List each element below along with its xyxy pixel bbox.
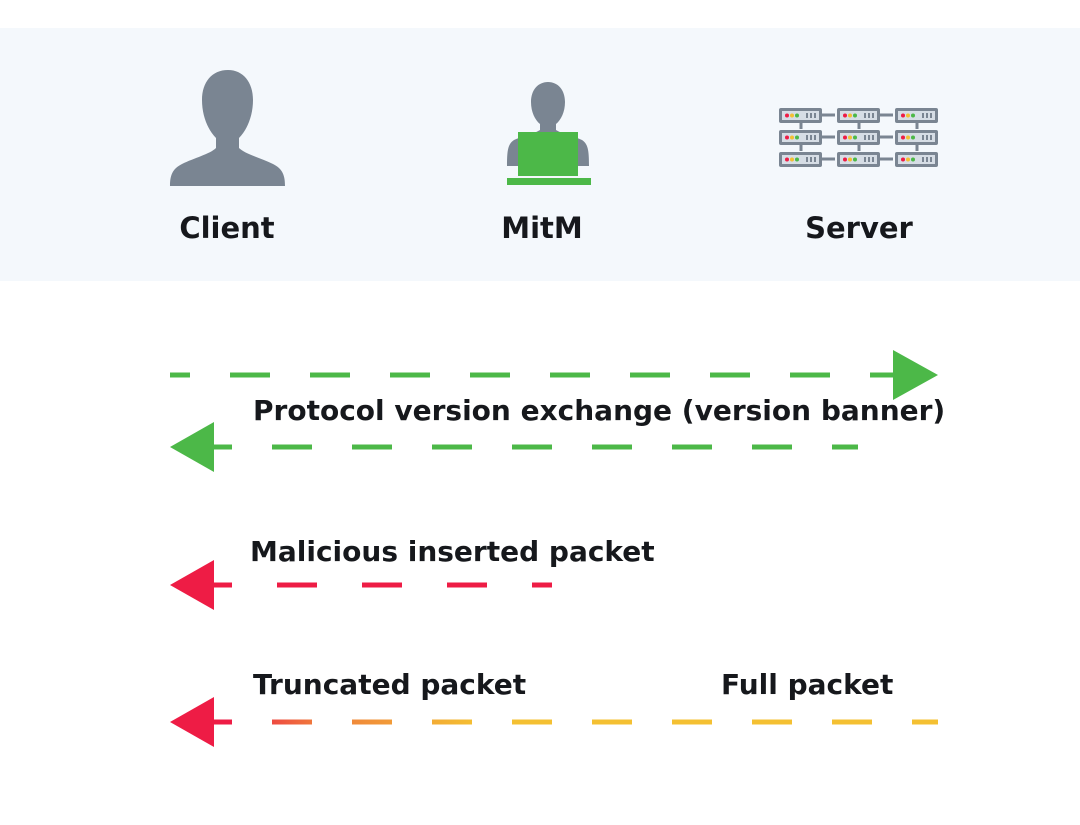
server-vent: [930, 135, 932, 140]
server-vent: [930, 157, 932, 162]
server-led: [911, 135, 915, 140]
server-vent: [806, 157, 808, 162]
server-unit-face: [840, 133, 877, 142]
server-led: [853, 157, 857, 162]
server-led: [843, 157, 847, 162]
full-packet-label: Full packet: [721, 668, 894, 701]
server-vent: [810, 135, 812, 140]
server-vent: [814, 135, 816, 140]
server-unit-face: [840, 111, 877, 120]
server-vent: [926, 135, 928, 140]
server-label: Server: [805, 211, 913, 245]
server-vent: [868, 113, 870, 118]
server-led: [790, 113, 794, 118]
server-led: [906, 135, 910, 140]
attacker-laptop-icon: [507, 82, 591, 185]
server-vent: [926, 157, 928, 162]
server-unit-face: [898, 111, 935, 120]
truncated-packet-label: Truncated packet: [253, 668, 527, 701]
server-led: [785, 135, 789, 140]
server-unit-face: [898, 133, 935, 142]
server-led: [795, 157, 799, 162]
server-unit-face: [782, 155, 819, 164]
malicious-packet-label: Malicious inserted packet: [250, 535, 655, 568]
server-led: [790, 135, 794, 140]
server-led: [785, 157, 789, 162]
server-led: [906, 113, 910, 118]
server-vent: [872, 113, 874, 118]
server-vent: [922, 157, 924, 162]
server-rack-icon: [779, 108, 938, 167]
server-vent: [922, 135, 924, 140]
server-led: [853, 113, 857, 118]
server-vent: [806, 113, 808, 118]
protocol-response-arrow: [170, 422, 858, 472]
server-vent: [926, 113, 928, 118]
server-led: [911, 157, 915, 162]
arrowhead-left: [170, 697, 214, 747]
client-label: Client: [179, 211, 275, 245]
server-vent: [872, 135, 874, 140]
server-led: [901, 113, 905, 118]
server-led: [906, 157, 910, 162]
server-vent: [864, 157, 866, 162]
server-vent: [872, 157, 874, 162]
server-vent: [810, 113, 812, 118]
server-vent: [922, 113, 924, 118]
server-led: [795, 135, 799, 140]
server-led: [848, 157, 852, 162]
mitm-label: MitM: [501, 211, 583, 245]
server-led: [901, 135, 905, 140]
server-unit-face: [898, 155, 935, 164]
server-vent: [810, 157, 812, 162]
server-vent: [868, 157, 870, 162]
server-vent: [868, 135, 870, 140]
server-led: [843, 135, 847, 140]
server-led: [795, 113, 799, 118]
protocol-exchange-label: Protocol version exchange (version banne…: [253, 394, 946, 427]
server-led: [790, 157, 794, 162]
server-led: [911, 113, 915, 118]
server-vent: [814, 157, 816, 162]
user-icon: [170, 70, 285, 186]
server-vent: [864, 113, 866, 118]
server-led: [785, 113, 789, 118]
server-led: [843, 113, 847, 118]
server-vent: [864, 135, 866, 140]
server-unit-face: [840, 155, 877, 164]
server-vent: [930, 113, 932, 118]
server-unit-face: [782, 111, 819, 120]
malicious-packet-arrow: [170, 560, 552, 610]
server-led: [853, 135, 857, 140]
truncated-packet-arrow: [170, 697, 938, 747]
arrowhead-left: [170, 560, 214, 610]
server-vent: [806, 135, 808, 140]
arrowhead-right: [893, 350, 938, 400]
server-led: [848, 113, 852, 118]
server-unit-face: [782, 133, 819, 142]
arrowhead-left: [170, 422, 214, 472]
server-led: [901, 157, 905, 162]
protocol-request-arrow: [170, 350, 938, 400]
server-vent: [814, 113, 816, 118]
server-led: [848, 135, 852, 140]
